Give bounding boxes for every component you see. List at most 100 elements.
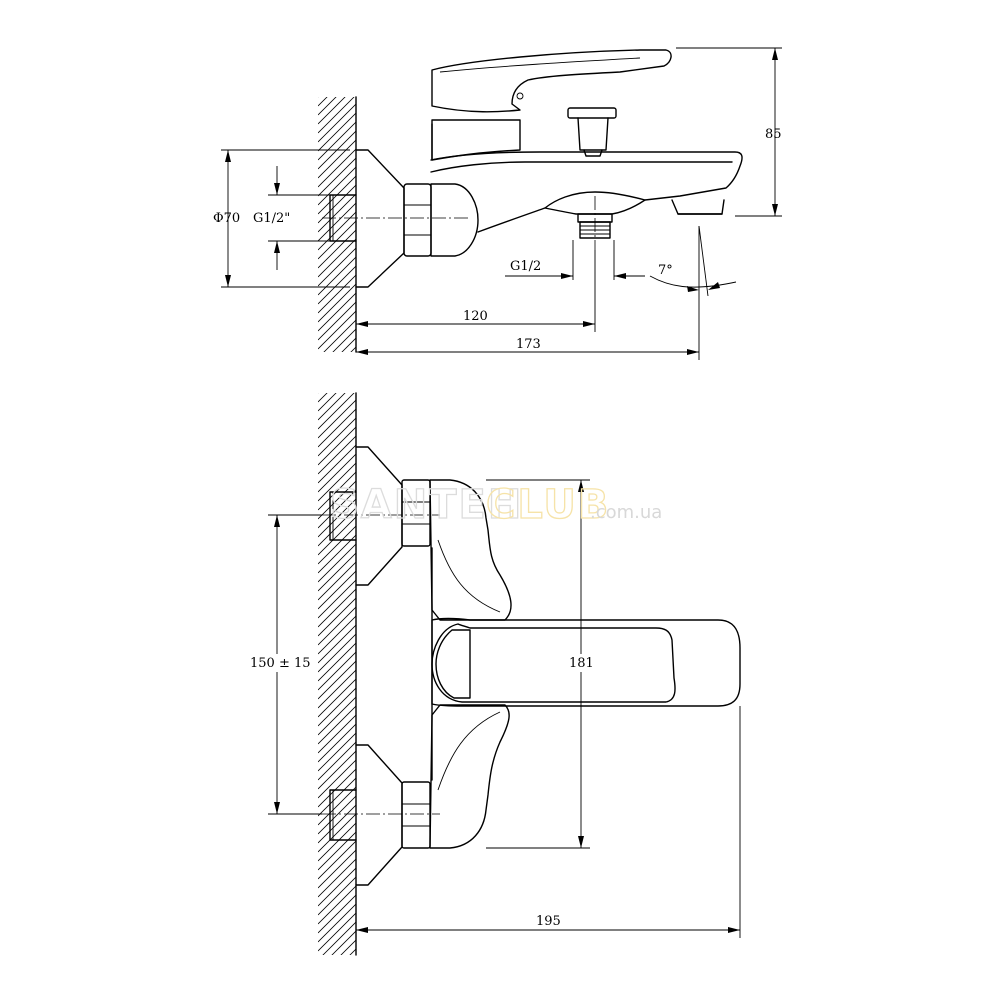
hatch-line [318,867,356,907]
diverter-knob-side [567,107,617,157]
hatch-line [318,876,356,916]
hatch-line [318,669,356,709]
hatch-line [318,822,356,862]
hatch-line [318,831,356,871]
hatch-line [318,885,356,925]
hatch-line [318,97,337,116]
hatch-line [318,498,356,538]
inlet-thread-label: G1/2" [253,211,290,226]
hatch-line [331,930,356,955]
hatch-line [318,777,356,817]
watermark: SANTEH CLUB .com.ua [329,481,662,528]
wall-hatching-top [318,96,357,421]
spacing-label: 150 ± 15 [250,656,311,671]
hatch-line [332,328,356,352]
width-195-label: 195 [536,914,561,929]
hatch-line [318,750,356,790]
hatch-line [318,633,356,673]
hatch-line [318,97,319,98]
hatch-line [318,408,356,448]
hatch-line [318,292,356,332]
hatch-line [318,356,356,394]
dimension-120: 120 [356,250,596,332]
hatch-line [318,229,356,269]
hatch-line [318,516,356,556]
hatch-line [318,393,319,394]
hatch-line [318,193,356,233]
hatch-line [318,112,356,152]
hatch-line [318,723,356,763]
hatch-line [318,157,356,197]
hatch-line [318,301,356,341]
hatch-line [318,687,356,727]
hatch-line [318,525,356,565]
dimension-diameter: Φ70 [213,149,350,288]
hatch-line [318,624,356,664]
hatch-line [318,759,356,799]
hatch-line [318,265,356,305]
hatch-line [318,597,356,637]
hatch-line [318,903,356,943]
hatch-line [318,374,356,412]
hatch-line [318,121,356,161]
wall-escutcheon-top [355,149,405,288]
hatch-line [322,921,356,955]
hatch-line [318,426,356,466]
hatch-line [318,256,356,296]
hatch-line [318,103,356,143]
lever-handle-front [431,623,676,703]
hatch-line [318,967,356,1000]
hatch-line [318,651,356,691]
hatch-line [318,768,356,808]
hatch-line [318,985,356,1000]
hatch-line [318,202,356,242]
dimension-181: 181 [486,479,598,849]
hatch-line [318,894,356,934]
hatch-line [318,849,356,889]
hatch-line [318,534,356,574]
hatch-line [318,220,356,260]
hatch-line [318,813,356,853]
lower-inlet-assembly [322,744,440,886]
hatch-line [318,97,355,134]
hatch-line [318,139,356,179]
depth-173-label: 173 [516,337,541,352]
hex-nut-top [403,183,432,257]
hatch-line [318,383,356,421]
front-view: 150 ± 15 181 195 [246,392,741,1000]
hatch-line [318,238,356,278]
hatch-line [318,606,356,646]
lever-handle-side [431,49,672,113]
hatch-line [318,247,356,287]
hatch-line [318,462,356,502]
hatch-line [318,184,356,224]
hatch-line [318,148,356,188]
hatch-line [318,444,356,484]
hatch-line [318,678,356,718]
hatch-line [318,393,337,412]
hatch-line [318,696,356,736]
depth-120-label: 120 [463,309,488,324]
dimension-inlet-thread: G1/2" [253,166,330,270]
height-85-label: 85 [765,127,782,142]
hatch-line [318,489,356,529]
hatch-line [318,480,356,520]
hatch-line [318,274,356,314]
hatch-line [318,840,356,880]
hatch-line [318,399,356,439]
hatch-line [318,310,356,350]
hatch-line [318,393,355,430]
hatch-line [323,319,356,352]
hatch-line [318,97,346,125]
dimension-195: 195 [356,706,741,938]
diameter-label: Φ70 [213,211,240,226]
hatch-line [318,795,356,835]
hatch-line [318,615,356,655]
hatch-line [318,283,356,323]
angle-label: 7° [658,263,673,278]
hatch-line [318,804,356,844]
hatch-line [318,858,356,898]
hatch-line [340,939,356,955]
dimension-outlet-thread: G1/2 [505,240,645,280]
